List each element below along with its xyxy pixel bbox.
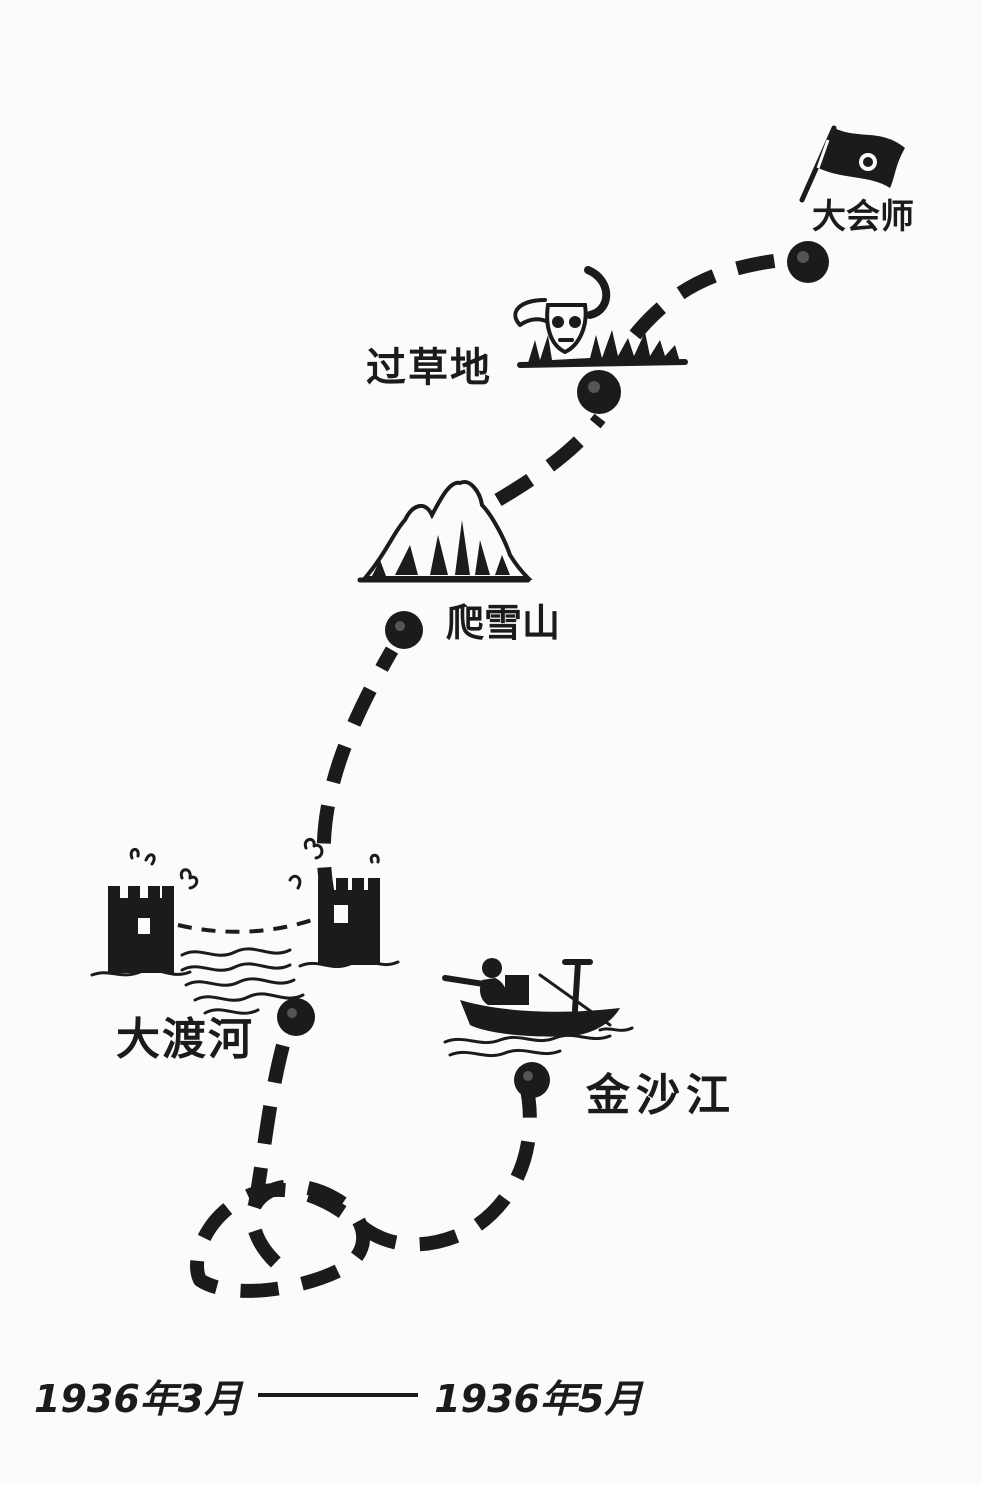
castle-icon: [318, 878, 380, 965]
label-caodi: 过草地: [366, 345, 492, 391]
route-path: [190, 1012, 537, 1298]
route-path-dadu-xueshan: [316, 646, 399, 907]
stop-marker-xueshan: [385, 611, 423, 649]
bridge-line: [177, 916, 319, 934]
grass-icon: [517, 330, 688, 368]
timeline-end: 1936年5月: [434, 1376, 643, 1421]
timeline-start: 1936年3月: [34, 1376, 243, 1421]
snow-mountain-icon: [357, 479, 533, 583]
route-path-xueshan-caodi: [494, 413, 606, 507]
label-huishi: 大会师: [812, 197, 914, 237]
stop-marker-huishi: [787, 241, 829, 283]
boat-icon: [442, 958, 634, 1058]
route-path-caodi-huishi: [629, 251, 799, 340]
label-xueshan: 爬雪山: [446, 601, 561, 645]
waves-icon: [90, 947, 400, 1015]
stop-marker-dadu: [277, 998, 315, 1036]
flag-icon: [799, 125, 905, 203]
timeline: 1936年3月 1936年5月: [34, 1370, 643, 1421]
label-jinsha: 金沙江: [586, 1070, 736, 1121]
label-dadu: 大渡河: [116, 1014, 254, 1065]
smoke-icon: [129, 838, 380, 890]
stop-marker-jinsha: [514, 1062, 550, 1098]
bull-skull-icon: [513, 266, 611, 355]
stop-marker-caodi: [577, 370, 621, 414]
castle-icon: [108, 886, 174, 973]
timeline-divider: [258, 1393, 419, 1397]
